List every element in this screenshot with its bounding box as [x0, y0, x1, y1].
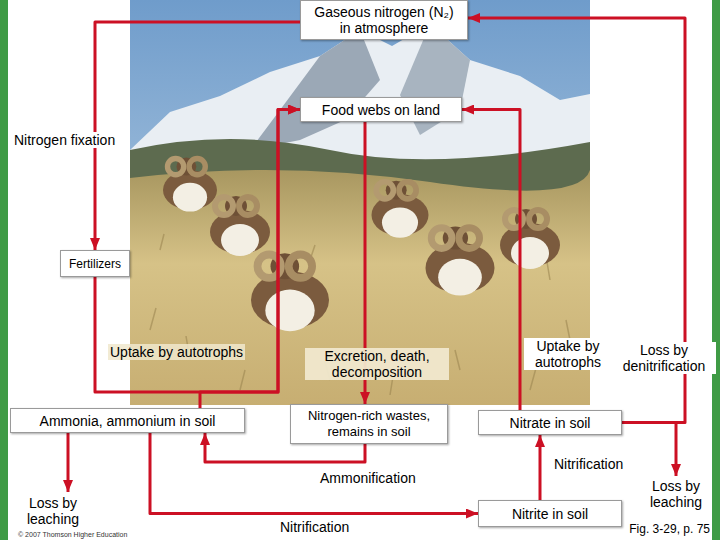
note-label: Loss by leaching: [18, 495, 88, 527]
process-box: Nitrate in soil: [478, 410, 622, 435]
process-box: Food webs on land: [300, 97, 462, 122]
flow-arrow: [462, 110, 520, 411]
flow-arrow: [95, 22, 300, 250]
box-text: Fertilizers: [69, 256, 121, 272]
edge-label: Excretion, death, decomposition: [305, 348, 449, 380]
flow-arrow: [539, 435, 542, 500]
process-box: Gaseous nitrogen (N₂) in atmosphere: [300, 0, 468, 40]
leaching-arrow: [67, 432, 70, 492]
mountain-shade: [250, 30, 380, 150]
border-strip: [0, 0, 8, 540]
edge-label: Nitrification: [552, 456, 625, 472]
box-text: Food webs on land: [322, 102, 440, 118]
edge-label: Uptake by autotrophs: [108, 344, 245, 360]
process-box: Fertilizers: [60, 250, 130, 277]
process-box: Ammonia, ammonium in soil: [10, 408, 245, 433]
flow-arrow: [200, 110, 300, 409]
box-text: Nitrite in soil: [512, 506, 588, 522]
process-box: Nitrite in soil: [478, 500, 622, 527]
box-text: Ammonia, ammonium in soil: [40, 413, 216, 429]
border-strip: [712, 0, 720, 540]
note-label: Loss by leaching: [640, 478, 712, 510]
edge-label: Nitrogen fixation: [12, 132, 117, 148]
edge-label: Nitrification: [278, 519, 351, 535]
process-box: Nitrogen-rich wastes, remains in soil: [290, 404, 448, 444]
flow-arrow: [150, 433, 478, 514]
leaching-arrow: [675, 424, 678, 476]
edge-label: Ammonification: [318, 470, 418, 486]
edge-label: Uptake by autotrophs: [524, 338, 612, 370]
edge-label: Loss by denitrification: [612, 342, 716, 374]
box-text: Nitrate in soil: [510, 415, 591, 431]
box-text: Nitrogen-rich wastes, remains in soil: [299, 408, 439, 440]
note-label: © 2007 Thomson Higher Education: [18, 530, 127, 539]
box-text: Gaseous nitrogen (N₂) in atmosphere: [309, 4, 459, 36]
figure-caption: Fig. 3-29, p. 75: [629, 521, 710, 537]
